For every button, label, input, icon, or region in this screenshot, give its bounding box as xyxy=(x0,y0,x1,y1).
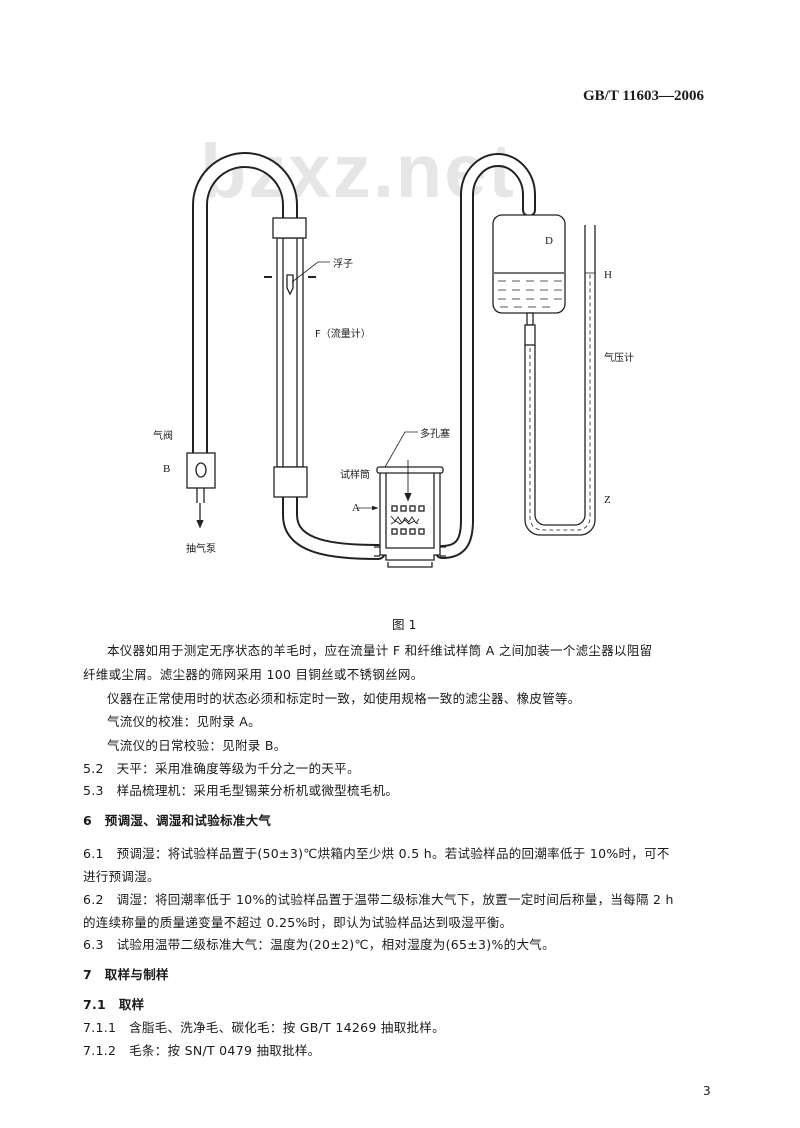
level-h-label: H xyxy=(604,269,612,281)
clause-5-2: 5.2 天平：采用准确度等级为千分之一的天平。 xyxy=(83,761,360,776)
clause-5-3: 5.3 样品梳理机：采用毛型锡莱分析机或微型梳毛机。 xyxy=(83,783,399,798)
page-number: 3 xyxy=(703,1084,711,1098)
subsection-heading-7-1: 7.1 取样 xyxy=(83,997,145,1012)
section-heading-6: 6 预调湿、调湿和试验标准大气 xyxy=(83,813,272,828)
clause-7-1-1: 7.1.1 含脂毛、洗净毛、碳化毛：按 GB/T 14269 抽取批样。 xyxy=(83,1020,445,1035)
clause-6-1: 进行预调湿。 xyxy=(83,869,160,884)
bottom-hose xyxy=(282,489,386,560)
clause-6-1: 6.1 预调湿：将试验样品置于(50±3)℃烘箱内至少烘 0.5 h。若试验样品… xyxy=(83,846,670,861)
pump-label: 抽气泵 xyxy=(186,544,216,555)
float-icon xyxy=(286,274,294,296)
manometer-label: 气压计 xyxy=(604,353,634,364)
porous-plug-label: 多孔塞 xyxy=(420,429,450,440)
float-label: 浮子 xyxy=(333,259,353,270)
sample-letter: A xyxy=(352,502,360,514)
flowmeter-f xyxy=(264,217,330,498)
vessel-d xyxy=(492,214,566,346)
paragraph: 仪器在正常使用时的状态必须和标定时一致，如使用规格一致的滤尘器、橡皮管等。 xyxy=(107,691,581,706)
manometer xyxy=(524,225,596,536)
paragraph: 本仪器如用于测定无序状态的羊毛时，应在流量计 F 和纤维试样筒 A 之间加装一个… xyxy=(107,643,653,658)
clause-7-1-2: 7.1.2 毛条：按 SN/T 0479 抽取批样。 xyxy=(83,1043,321,1058)
sample-cylinder-a xyxy=(358,431,446,568)
flowmeter-label: F（流量计） xyxy=(315,329,371,340)
paragraph: 气流仪的日常校验：见附录 B。 xyxy=(107,738,287,753)
paragraph: 气流仪的校准：见附录 A。 xyxy=(107,714,261,729)
vessel-label: D xyxy=(545,235,553,247)
standard-number-header: GB/T 11603—2006 xyxy=(583,88,704,104)
section-heading-7: 7 取样与制样 xyxy=(83,967,169,982)
valve-b xyxy=(186,452,216,529)
valve-label: 气阀 xyxy=(153,431,173,442)
sample-cylinder-label: 试样筒 xyxy=(340,470,370,481)
valve-letter: B xyxy=(163,463,171,475)
paragraph: 纤维或尘屑。滤尘器的筛网采用 100 目铜丝或不锈钢丝网。 xyxy=(83,667,424,682)
clause-6-2: 的连续称量的质量递变量不超过 0.25%时，即认为试验样品达到吸湿平衡。 xyxy=(83,915,513,930)
right-hose xyxy=(435,153,536,559)
clause-6-3: 6.3 试验用温带二级标准大气：温度为(20±2)℃，相对湿度为(65±3)%的… xyxy=(83,937,555,952)
level-z-label: Z xyxy=(604,494,611,506)
figure-caption: 图 1 xyxy=(392,617,417,632)
left-hose xyxy=(192,152,298,463)
clause-6-2: 6.2 调湿：将回潮率低于 10%的试验样品置于温带二级标准大气下，放置一定时间… xyxy=(83,892,674,907)
